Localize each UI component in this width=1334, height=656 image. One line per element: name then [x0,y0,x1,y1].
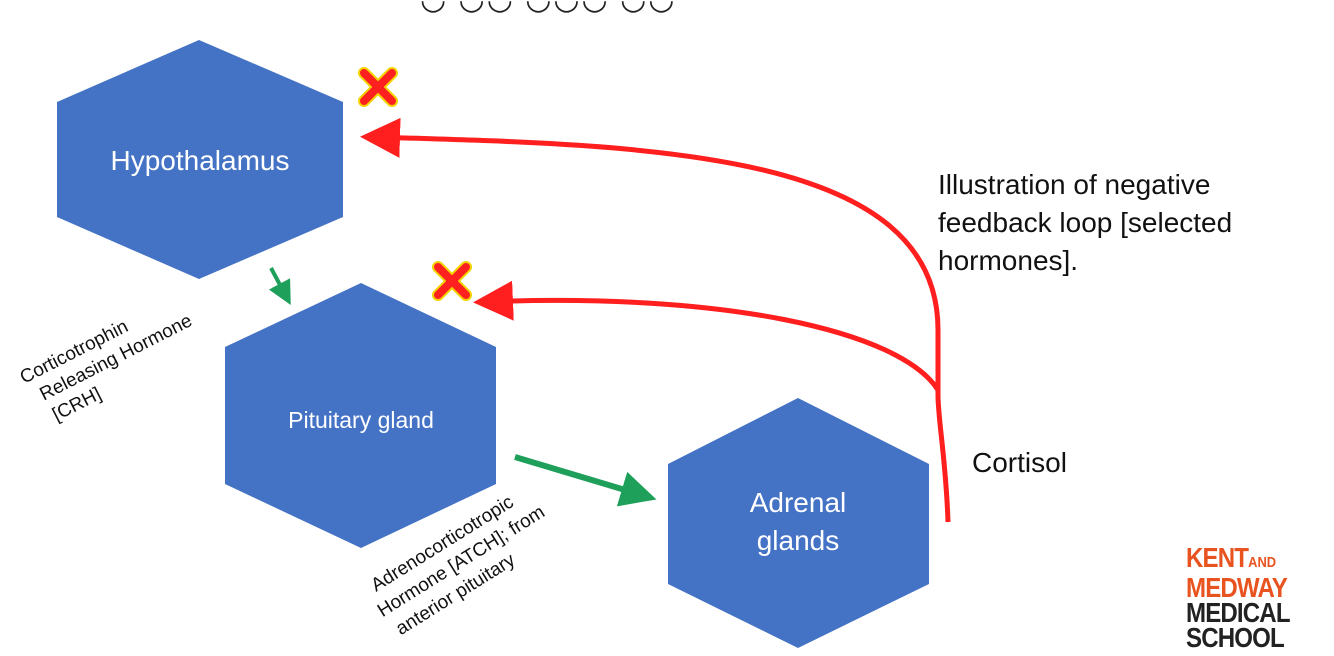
acth-stimulate-arrow [514,454,657,507]
hypothalamus-node [57,40,343,279]
pituitary-node [225,283,496,548]
logo-line-4: SCHOOL [1186,622,1285,653]
adrenal-label-line-2: glands [757,525,840,556]
logo-line-1-small: AND [1248,554,1277,571]
caption-line-1: Illustration of negative [938,169,1211,200]
crh-stimulate-arrow [268,267,291,306]
kent-medway-logo: KENTAND MEDWAY MEDICAL SCHOOL [1186,542,1306,653]
cortisol-label: Cortisol [972,447,1067,478]
red-x-icon [432,261,472,301]
caption-line-3: hormones]. [938,245,1079,276]
feedback-arrow-to-hypothalamus [360,117,951,523]
crh-label: Corticotrophin Releasing Hormone [CRH] [17,310,196,425]
adrenal-node [668,398,929,648]
hypothalamus-label: Hypothalamus [111,145,290,176]
pituitary-label: Pituitary gland [288,407,434,433]
diagram-caption: Illustration of negative feedback loop [… [938,166,1318,280]
logo-line-1: KENT [1186,542,1249,573]
adrenal-label-line-1: Adrenal [750,487,847,518]
caption-line-2: feedback loop [selected [938,207,1233,238]
feedback-arrow-to-pituitary [473,280,941,392]
logo-line-3: MEDICAL [1186,597,1291,628]
red-x-icon [358,67,398,107]
logo-line-2: MEDWAY [1186,572,1288,603]
cropped-title-fragment: ◡ ◡◡ ◡◡◡ ◡◡ [420,0,676,17]
